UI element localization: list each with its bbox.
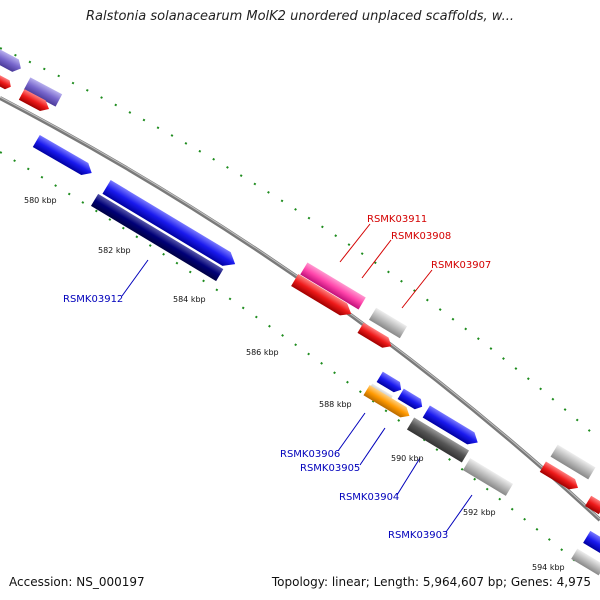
leader-line xyxy=(361,239,392,279)
gene-label-rsmk03906: RSMK03906 xyxy=(280,449,340,460)
gene-arrow xyxy=(23,77,63,107)
genome-summary-text: Topology: linear; Length: 5,964,607 bp; … xyxy=(271,575,591,589)
tick-labels: 580 kbp 582 kbp 584 kbp 586 kbp 588 kbp … xyxy=(24,196,565,572)
gene-arrow xyxy=(363,384,410,418)
tick-label: 586 kbp xyxy=(246,348,279,357)
tick-rings xyxy=(0,47,600,566)
gene-arrow xyxy=(0,48,21,72)
tick-label: 582 kbp xyxy=(98,246,131,255)
gene-arrow xyxy=(90,193,224,282)
gene-label-rsmk03908: RSMK03908 xyxy=(391,231,451,242)
gene-arrow xyxy=(571,548,600,576)
gene-labels: RSMK03911 RSMK03908 RSMK03907 RSMK03912 … xyxy=(63,214,491,541)
gene-arrow xyxy=(102,180,236,266)
leader-line xyxy=(401,269,433,309)
gene-arrow xyxy=(397,388,423,410)
tick-label: 588 kbp xyxy=(319,400,352,409)
gene-arrow xyxy=(406,417,470,463)
gene-arrow xyxy=(376,371,402,393)
gene-arrow xyxy=(0,73,11,90)
tick-label: 594 kbp xyxy=(532,563,565,572)
leader-lines xyxy=(121,223,473,533)
tick-label: 584 kbp xyxy=(173,295,206,304)
gene-arrow xyxy=(18,89,50,111)
gene-label-rsmk03904: RSMK03904 xyxy=(339,492,399,503)
gene-arrow xyxy=(291,274,352,316)
gene-arrow xyxy=(550,444,596,480)
gene-arrow xyxy=(539,461,579,490)
gene-label-rsmk03905: RSMK03905 xyxy=(300,463,360,474)
leader-line xyxy=(121,259,149,297)
tick-label: 590 kbp xyxy=(391,454,424,463)
gene-arrow xyxy=(583,530,600,556)
gene-arrow xyxy=(422,405,478,445)
tick-label: 592 kbp xyxy=(463,508,496,517)
accession-text: Accession: NS_000197 xyxy=(9,575,145,589)
gene-arrow xyxy=(462,458,514,496)
tick-ring-outer xyxy=(0,47,600,441)
gene-track xyxy=(0,48,600,576)
leader-line xyxy=(337,412,366,452)
gene-arrow xyxy=(32,134,92,176)
gene-arrow xyxy=(300,262,366,310)
leader-line xyxy=(339,223,371,263)
tick-ring-inner xyxy=(0,151,581,566)
leader-line xyxy=(359,427,386,466)
map-title: Ralstonia solanacearum MolK2 unordered u… xyxy=(85,9,514,24)
tick-label: 580 kbp xyxy=(24,196,57,205)
gene-label-rsmk03911: RSMK03911 xyxy=(367,214,427,225)
leader-line xyxy=(396,457,421,496)
gene-arrow xyxy=(368,307,408,339)
gene-label-rsmk03912: RSMK03912 xyxy=(63,294,123,305)
gene-arrow xyxy=(357,322,392,348)
leader-line xyxy=(445,494,473,533)
gene-label-rsmk03907: RSMK03907 xyxy=(431,260,491,271)
gene-label-rsmk03903: RSMK03903 xyxy=(388,530,448,541)
